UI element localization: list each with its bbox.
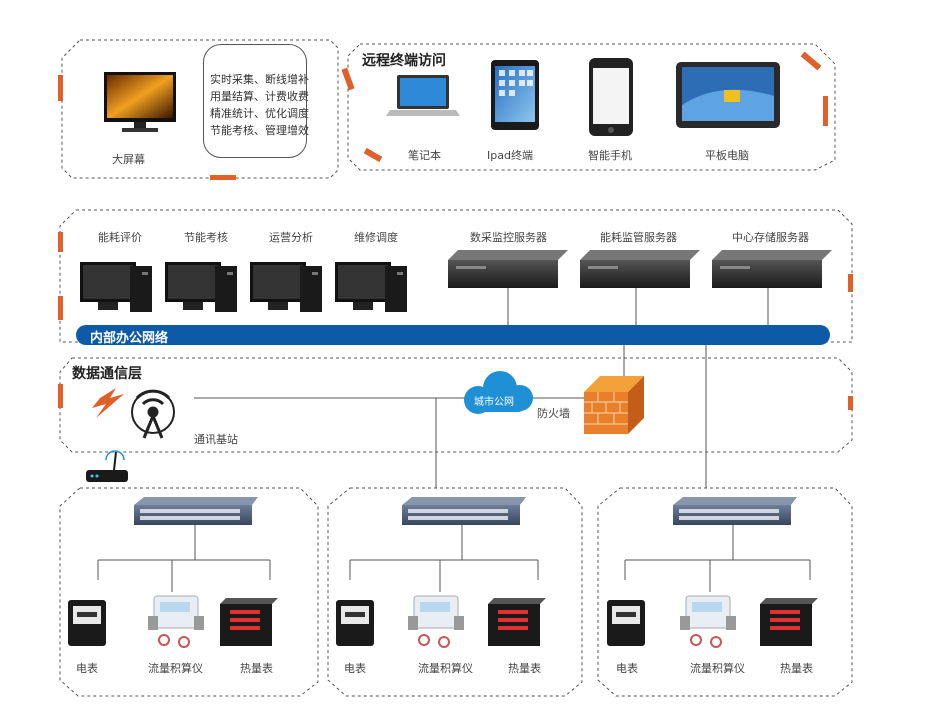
meter-label: 流量积算仪: [418, 662, 473, 675]
feature-item: 节能考核、管理增效: [210, 124, 309, 137]
server-label: 中心存储服务器: [732, 231, 809, 244]
meter-label: 电表: [76, 662, 98, 675]
feature-item: 用量结算、计费收费: [210, 90, 309, 103]
cloud-label: 城市公网: [474, 397, 514, 408]
comm-layer-title: 数据通信层: [72, 366, 142, 382]
cloud-icon: [464, 371, 533, 414]
office-box: [59, 209, 853, 343]
big-screen-monitor-icon: [104, 72, 176, 132]
group-box-2: [327, 487, 583, 697]
workstation-label: 维修调度: [354, 231, 398, 244]
remote-access-title: 远程终端访问: [362, 53, 446, 69]
comm-box: [59, 357, 853, 453]
office-network-bar: 内部办公网络: [76, 325, 830, 346]
laptop-icon: [386, 75, 460, 116]
base-station-antenna-icon: [131, 389, 175, 439]
lightning-icon: [92, 388, 124, 418]
workstation-label: 运营分析: [269, 231, 313, 244]
router-icon: [86, 450, 128, 482]
server-group: [448, 250, 832, 288]
firewall-label: 防火墙: [537, 407, 570, 420]
base-station-label: 通讯基站: [194, 433, 238, 446]
remote-access-box: [347, 43, 836, 171]
feature-item: 精准统计、优化调度: [210, 107, 309, 120]
smartphone-icon: [589, 58, 633, 136]
workstation-label: 节能考核: [184, 231, 228, 244]
device-label-tablet: 平板电脑: [705, 149, 749, 162]
meter-label: 电表: [344, 662, 366, 675]
meter-label: 热量表: [780, 662, 813, 675]
group-box-3: [597, 487, 853, 697]
workstation-label: 能耗评价: [98, 231, 142, 244]
big-screen-label: 大屏幕: [112, 153, 145, 166]
meter-label: 热量表: [240, 662, 273, 675]
server-label: 能耗监管服务器: [600, 231, 677, 244]
switch-icons: [134, 497, 797, 525]
group-box-1: [59, 487, 319, 697]
meter-label: 流量积算仪: [690, 662, 745, 675]
ipad-icon: [491, 60, 539, 130]
device-label-phone: 智能手机: [588, 149, 632, 162]
workstation-group: [80, 262, 407, 312]
server-label: 数采监控服务器: [470, 231, 547, 244]
device-label-laptop: 笔记本: [408, 149, 441, 162]
feature-item: 实时采集、断线增补: [210, 73, 309, 86]
meter-label: 热量表: [508, 662, 541, 675]
meter-icons: [68, 595, 278, 648]
meter-label: 电表: [616, 662, 638, 675]
windows-tablet-icon: [676, 62, 780, 128]
office-network-label: 内部办公网络: [90, 331, 169, 346]
firewall-icon: [584, 376, 644, 434]
meter-label: 流量积算仪: [148, 662, 203, 675]
feature-list-box: 实时采集、断线增补 用量结算、计费收费 精准统计、优化调度 节能考核、管理增效: [203, 44, 309, 158]
device-label-ipad: Ipad终端: [487, 149, 533, 162]
